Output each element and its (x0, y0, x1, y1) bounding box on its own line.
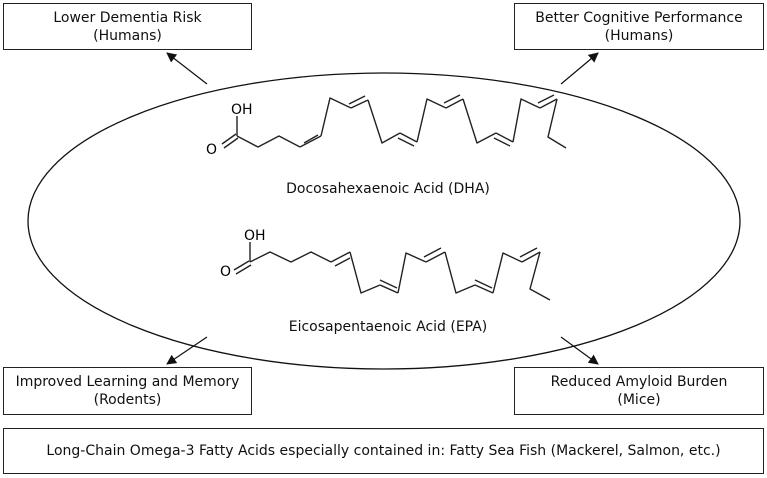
epa-structure (233, 242, 551, 301)
dha-name: Docosahexaenoic Acid (DHA) (286, 181, 490, 197)
dha-oh-label: OH (231, 102, 253, 118)
arrow-bottom-left (166, 336, 208, 365)
epa-o-label: O (220, 264, 231, 280)
outcome-box-better-cognitive-performance: Better Cognitive Performance (Humans) (514, 3, 764, 50)
epa-oh-label: OH (244, 228, 266, 244)
outcome-title: Lower Dementia Risk (53, 9, 202, 26)
outcome-subject: (Mice) (617, 392, 661, 408)
epa-name: Eicosapentaenoic Acid (EPA) (288, 319, 488, 335)
outcome-box-reduced-amyloid-burden: Reduced Amyloid Burden (Mice) (514, 367, 764, 415)
outcome-subject: (Humans) (604, 27, 674, 44)
outcome-subject: (Humans) (93, 27, 162, 44)
source-footer: Long-Chain Omega-3 Fatty Acids especiall… (3, 428, 764, 474)
arrow-bottom-right (560, 336, 599, 365)
outcome-box-improved-learning-memory: Improved Learning and Memory (Rodents) (3, 367, 252, 415)
central-ellipse (27, 72, 741, 370)
arrow-top-left (166, 52, 208, 85)
outcome-subject: (Rodents) (93, 392, 162, 408)
outcome-box-lower-dementia-risk: Lower Dementia Risk (Humans) (3, 3, 252, 50)
dha-o-label: O (206, 142, 217, 158)
outcome-title: Improved Learning and Memory (15, 374, 240, 390)
outcome-title: Reduced Amyloid Burden (550, 374, 728, 390)
dha-structure (221, 94, 567, 149)
footer-text: Long-Chain Omega-3 Fatty Acids especiall… (46, 443, 721, 459)
arrow-top-right (560, 52, 599, 85)
outcome-title: Better Cognitive Performance (535, 9, 743, 26)
